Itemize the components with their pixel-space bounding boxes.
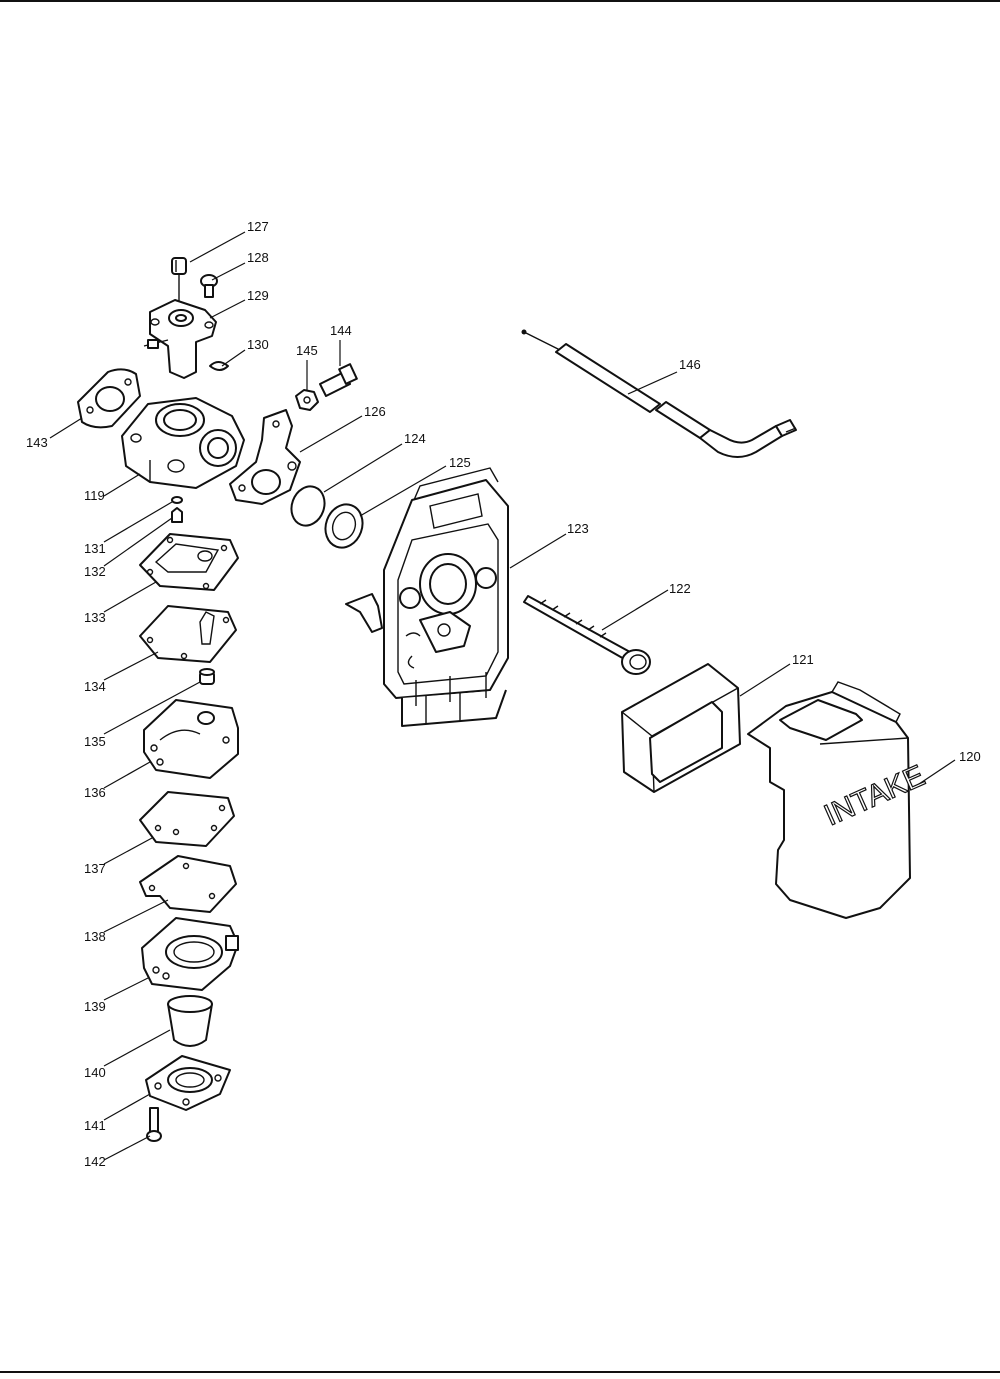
- callout-131: 131: [84, 541, 106, 556]
- part-127-screw: [171, 257, 187, 310]
- part-132-needle: [171, 507, 183, 523]
- part-130-clip: [209, 361, 229, 371]
- part-123-filter-base: [345, 467, 509, 727]
- part-120-cover: [747, 681, 911, 919]
- callout-122: 122: [669, 581, 691, 596]
- part-121-filter-element: [621, 663, 741, 793]
- part-144-fitting: [319, 363, 358, 397]
- callout-142: 142: [84, 1154, 106, 1169]
- callout-139: 139: [84, 999, 106, 1014]
- callout-121: 121: [792, 652, 814, 667]
- part-140-primer-bulb: [167, 995, 213, 1047]
- part-145-nut: [295, 389, 319, 411]
- part-136-pump-body: [143, 699, 239, 779]
- callout-133: 133: [84, 610, 106, 625]
- callout-144: 144: [330, 323, 352, 338]
- callout-138: 138: [84, 929, 106, 944]
- callout-123: 123: [567, 521, 589, 536]
- callout-119: 119: [84, 488, 105, 503]
- callout-140: 140: [84, 1065, 106, 1080]
- part-137-gasket: [139, 791, 235, 847]
- part-142-screw: [146, 1107, 162, 1142]
- part-119-carburetor-body: [121, 397, 245, 489]
- part-141-retainer: [145, 1055, 231, 1111]
- part-133-plate: [139, 533, 239, 591]
- callout-143: 143: [26, 435, 48, 450]
- callout-132: 132: [84, 564, 106, 579]
- callout-145: 145: [296, 343, 318, 358]
- callout-146: 146: [679, 357, 701, 372]
- callout-129: 129: [247, 288, 269, 303]
- part-134-diaphragm: [139, 605, 237, 663]
- callout-134: 134: [84, 679, 106, 694]
- callout-124: 124: [404, 431, 426, 446]
- part-139-cover: [141, 917, 239, 991]
- part-129-housing: [143, 299, 217, 379]
- callout-130: 130: [247, 337, 269, 352]
- callout-120: 120: [959, 749, 981, 764]
- part-122-bolt: [523, 595, 651, 675]
- part-131-o-ring: [171, 496, 183, 504]
- callout-labels: 127 128 129 130 144 145 146 126 124 125 …: [26, 219, 981, 1169]
- part-124-o-ring: [290, 485, 326, 527]
- callout-141: 141: [84, 1118, 106, 1133]
- bottom-border-line: [0, 1371, 1000, 1373]
- part-126-bracket: [229, 409, 301, 505]
- part-128-screw: [200, 274, 218, 298]
- part-138-diaphragm: [139, 855, 237, 913]
- leader-lines: [49, 231, 956, 1161]
- callout-137: 137: [84, 861, 106, 876]
- part-146-cable: [521, 329, 797, 458]
- part-143-gasket: [77, 368, 141, 429]
- top-border-line: [0, 0, 1000, 2]
- callout-126: 126: [364, 404, 386, 419]
- callout-135: 135: [84, 734, 106, 749]
- callout-136: 136: [84, 785, 106, 800]
- callout-127: 127: [247, 219, 269, 234]
- callout-128: 128: [247, 250, 269, 265]
- part-125-ring-gasket: [324, 503, 364, 549]
- part-135-pin: [199, 668, 215, 685]
- callout-125: 125: [449, 455, 471, 470]
